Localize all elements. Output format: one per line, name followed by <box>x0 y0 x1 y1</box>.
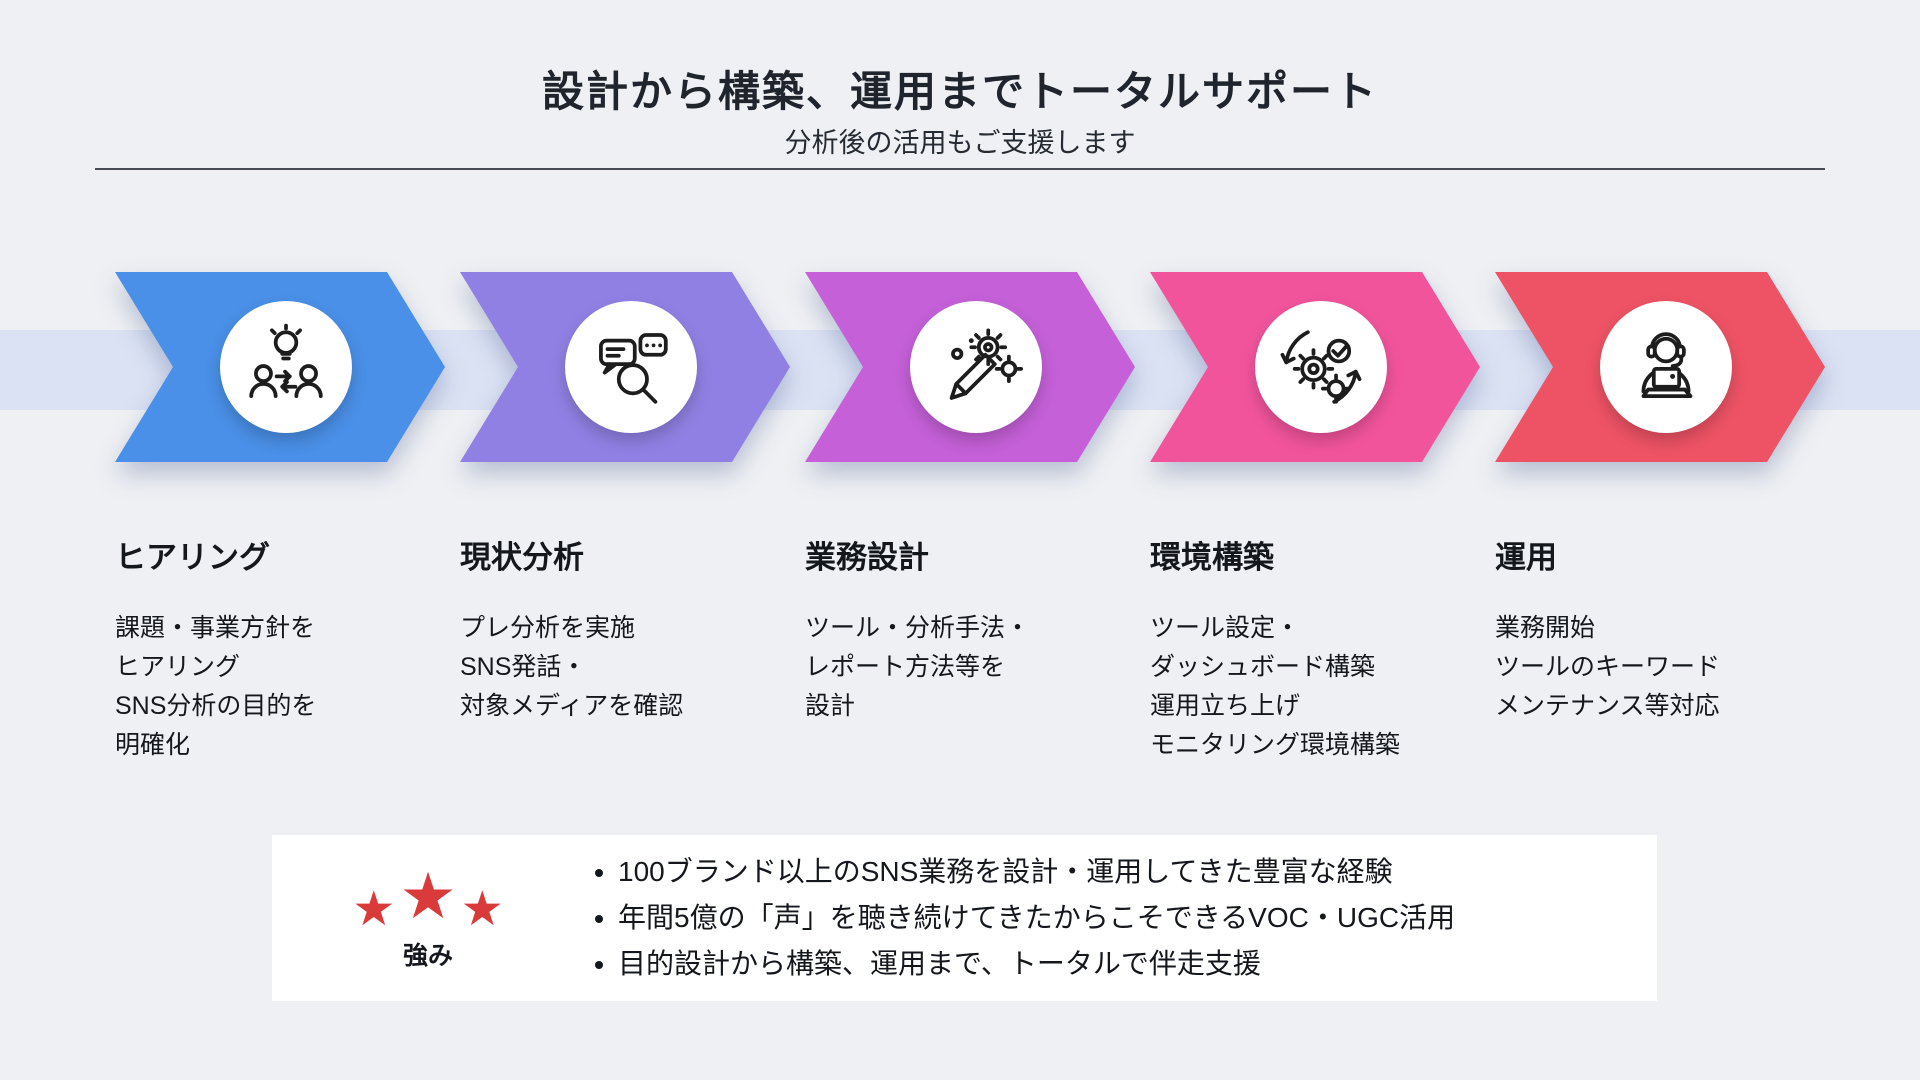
step-title: 業務設計 <box>805 540 929 575</box>
step-line: 明確化 <box>115 731 191 759</box>
strengths-box: ★ ★ ★ 強み 100ブランド以上のSNS業務を設計・運用してきた豊富な経験 … <box>272 835 1657 1001</box>
step-col-operation: 運用 業務開始 ツールのキーワード メンテナンス等対応 <box>1495 532 1825 765</box>
step-chevron-hearing <box>115 272 445 462</box>
step-col-analysis: 現状分析 プレ分析を実施 SNS発話・ 対象メディアを確認 <box>460 532 790 765</box>
step-line: レポート方法等を <box>805 653 1006 681</box>
step-title: ヒアリング <box>115 540 270 575</box>
strengths-item: 年間5億の「声」を聴き続けてきたからこそできるVOC・UGC活用 <box>618 895 1455 941</box>
step-col-build: 環境構築 ツール設定・ ダッシュボード構築 運用立ち上げ モニタリング環境構築 <box>1150 532 1480 765</box>
icon-circle <box>220 301 352 433</box>
step-col-hearing: ヒアリング 課題・事業方針を ヒアリング SNS分析の目的を 明確化 <box>115 532 445 765</box>
process-texts-row: ヒアリング 課題・事業方針を ヒアリング SNS分析の目的を 明確化 現状分析 … <box>115 532 1825 765</box>
step-line: ツールのキーワード <box>1495 653 1721 681</box>
strengths-list: 100ブランド以上のSNS業務を設計・運用してきた豊富な経験 年間5億の「声」を… <box>618 849 1455 987</box>
step-line: 対象メディアを確認 <box>460 692 684 720</box>
strengths-stars-block: ★ ★ ★ 強み <box>308 864 548 972</box>
process-steps-row <box>115 272 1825 462</box>
step-line: SNS発話・ <box>460 653 587 681</box>
chevron-shape <box>1495 272 1825 462</box>
chevron-shape <box>805 272 1135 462</box>
design-icon <box>949 328 1023 400</box>
step-chevron-analysis <box>460 272 790 462</box>
step-line: ツール設定・ <box>1150 614 1301 642</box>
icon-circle <box>1600 301 1732 433</box>
step-chevron-build <box>1150 272 1480 462</box>
step-line: ヒアリング <box>115 653 241 681</box>
step-title: 環境構築 <box>1150 540 1274 575</box>
icon-circle <box>910 301 1042 433</box>
step-chevron-design <box>805 272 1135 462</box>
step-line: プレ分析を実施 <box>460 614 636 642</box>
operation-icon <box>1641 332 1693 399</box>
step-line: ダッシュボード構築 <box>1150 653 1376 681</box>
step-line: ツール・分析手法・ <box>805 614 1031 642</box>
step-title: 運用 <box>1495 540 1557 575</box>
header-divider <box>95 168 1825 170</box>
analysis-icon <box>599 333 668 404</box>
step-line: 設計 <box>805 692 856 720</box>
chevron-shape <box>460 272 790 462</box>
step-line: メンテナンス等対応 <box>1495 692 1720 720</box>
star-icon: ★ <box>352 883 396 936</box>
step-chevron-operation <box>1495 272 1825 462</box>
step-line: モニタリング環境構築 <box>1150 731 1401 759</box>
build-icon <box>1280 330 1362 404</box>
step-title: 現状分析 <box>460 540 584 575</box>
star-icon: ★ <box>460 883 504 936</box>
icon-circle <box>1255 301 1387 433</box>
stars-row: ★ ★ ★ <box>308 864 548 934</box>
step-line: SNS分析の目的を <box>115 692 317 720</box>
strengths-item: 100ブランド以上のSNS業務を設計・運用してきた豊富な経験 <box>618 849 1455 895</box>
hearing-icon <box>249 323 323 399</box>
step-line: 課題・事業方針を <box>115 614 316 642</box>
chevron-shape <box>115 272 445 462</box>
page-subtitle: 分析後の活用もご支援します <box>784 128 1136 158</box>
strengths-item: 目的設計から構築、運用まで、トータルで伴走支援 <box>618 941 1455 987</box>
star-icon: ★ <box>399 860 457 932</box>
chevron-shape <box>1150 272 1480 462</box>
step-line: 運用立ち上げ <box>1150 692 1301 720</box>
strengths-label: 強み <box>402 942 453 970</box>
page-title: 設計から構築、運用までトータルサポート <box>541 68 1378 115</box>
step-col-design: 業務設計 ツール・分析手法・ レポート方法等を 設計 <box>805 532 1135 765</box>
icon-circle <box>565 301 697 433</box>
step-line: 業務開始 <box>1495 614 1596 642</box>
